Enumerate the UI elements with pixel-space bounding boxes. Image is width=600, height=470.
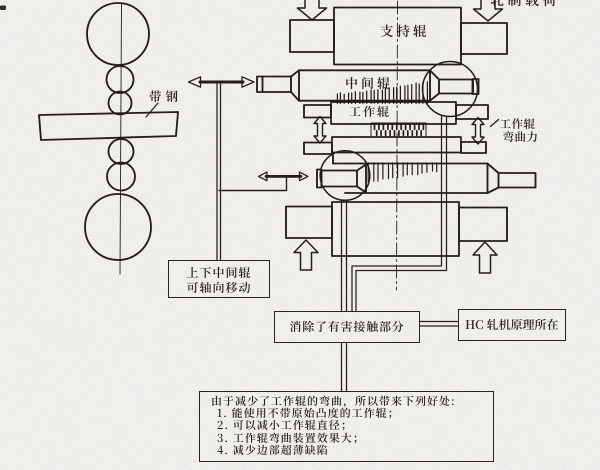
intermediate-roll-top-journal-right (438, 78, 474, 95)
bending-arrow-right (471, 116, 485, 145)
work-roll-top-chock-left (303, 104, 332, 119)
rolling-load-label: 轧制载荷 (490, 0, 560, 10)
intermediate-roll-label: 中间辊 (345, 72, 394, 92)
work-roll-bottom-chock-left (303, 141, 333, 155)
backup-roll-bottom-circle (84, 193, 152, 261)
scan-speck (0, 5, 6, 10)
hc-principle-box: HC 轧机原理所在 (457, 308, 566, 341)
work-roll-top-chock-right (455, 104, 489, 120)
benefit-item-4: 4. 减少边部超薄缺陷 (217, 442, 329, 459)
strip-hatching (373, 123, 425, 137)
rolling-load-arrow-left (296, 0, 328, 21)
contact-callout-box: 消除了有害接触部分 (274, 311, 420, 343)
benefits-box: 由于减少了工作辊的弯曲，所以带来下列好处: 1. 能使用不带原始凸度的工作辊； … (199, 391, 494, 462)
shift-callout-box: 上下中间辊 可轴向移动 (168, 260, 270, 298)
hc-principle-text: HC 轧机原理所在 (464, 315, 559, 333)
backup-roll-top-circle (86, 2, 150, 66)
bending-arrow-left (313, 115, 327, 144)
contact-callout-text: 消除了有害接触部分 (289, 318, 405, 335)
work-roll-top-circle (107, 90, 133, 116)
work-roll-label: 工作辊 (349, 103, 392, 120)
intermediate-roll-bottom (316, 152, 537, 194)
side-view-centerline (396, 0, 398, 291)
strip-cross-section (38, 111, 179, 141)
work-roll-bottom-chock-right (460, 141, 487, 154)
contact-connector-lines (340, 115, 448, 312)
support-arrow-right (472, 241, 498, 274)
strip-label: 带钢 (149, 87, 183, 105)
backup-roll-bottom-body (331, 201, 460, 257)
axial-shift-arrow-top (187, 76, 255, 88)
backup-roll-top-chock-left (289, 19, 335, 53)
bending-force-label-line2: 弯曲力 (502, 129, 539, 145)
intermediate-roll-top-circle (105, 65, 135, 94)
shift-callout-line2: 可轴向移动 (186, 279, 252, 296)
shift-connector-lines (216, 82, 288, 261)
backup-roll-top-chock-right (460, 22, 508, 55)
backup-roll-bottom-chock-right (458, 206, 508, 242)
bending-force-label-leader (489, 118, 500, 128)
support-arrow-left (293, 239, 319, 271)
strip-label-leader (145, 102, 159, 118)
contact-pressure-ticks-bottom (367, 162, 438, 183)
shift-callout-line1: 上下中间辊 (186, 263, 252, 281)
roll-stack-front-view (38, 2, 179, 275)
intermediate-roll-bottom-journal-right (497, 172, 537, 189)
axial-shift-arrow-bottom (257, 171, 309, 182)
intermediate-roll-bottom-journal-left (320, 169, 358, 188)
backup-roll-bottom-chock-left (285, 205, 333, 239)
backup-roll-label: 支持辊 (380, 20, 430, 40)
roll-stack-side-view (256, 0, 537, 291)
